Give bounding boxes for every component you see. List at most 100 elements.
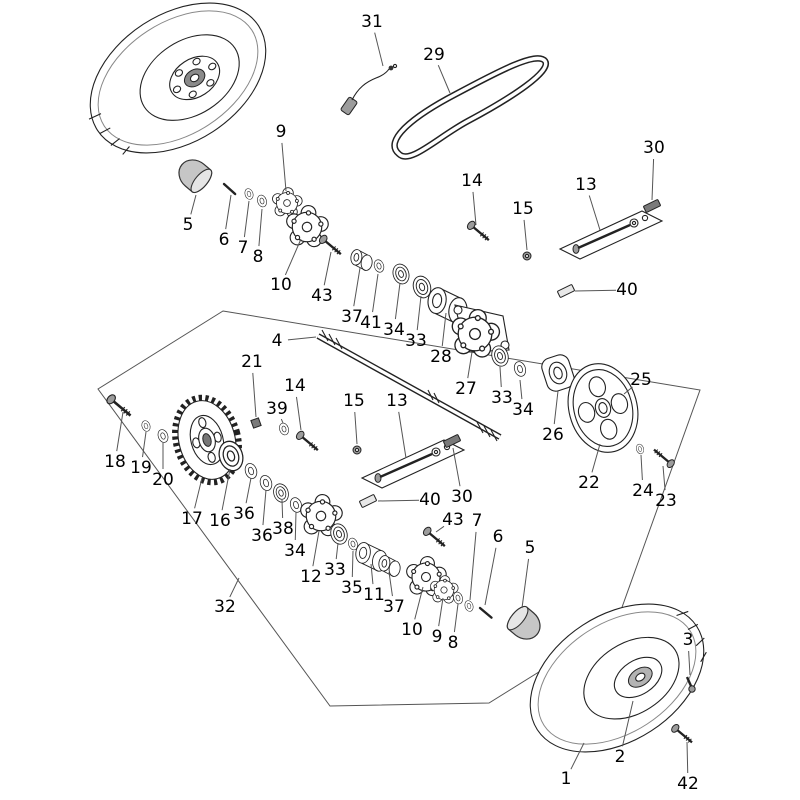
leader-line-7 [243,200,250,238]
part-label-43: 43 [442,510,464,530]
part-label-10: 10 [401,620,423,640]
leader-line-14 [295,396,302,431]
leader-line-18 [116,411,124,452]
part-label-8: 8 [253,247,264,267]
leader-line-34 [294,511,297,541]
part-label-13: 13 [575,175,597,195]
leader-line-43 [435,525,445,533]
part-label-37: 37 [341,307,363,327]
leader-line-7 [469,531,477,601]
leader-line-35 [351,550,354,578]
rear-tire [529,603,707,753]
part-label-11: 11 [363,585,385,605]
part-label-9: 9 [276,122,287,142]
part-label-37: 37 [383,597,405,617]
leader-line-6 [225,194,232,230]
part-label-16: 16 [209,511,231,531]
leader-line-38 [281,499,284,519]
part-label-43: 43 [311,286,333,306]
leader-line-30 [452,447,461,487]
leader-line-21 [252,372,257,418]
leader-line-13 [588,195,601,231]
key-40-top [557,284,575,298]
leader-line-39 [280,418,284,424]
part-label-9: 9 [432,627,443,647]
leader-line-31 [374,32,384,67]
part-label-42: 42 [677,774,699,794]
leader-line-19 [142,431,147,458]
part-label-40: 40 [419,490,441,510]
part-label-18: 18 [104,452,126,472]
part-label-32: 32 [214,597,236,617]
leader-line-1 [570,742,585,770]
part-label-19: 19 [130,458,152,478]
key-21 [250,417,262,429]
part-label-15: 15 [512,199,534,219]
part-label-2: 2 [615,747,626,767]
leader-line-22 [591,443,601,473]
leader-line-17 [194,477,203,509]
leader-line-43 [323,251,332,286]
leader-line-30 [651,158,655,201]
leader-line-34 [394,282,401,320]
drive-belt [391,55,549,160]
part-label-14: 14 [461,171,483,191]
front-tire [88,2,267,155]
key-30-top [643,199,661,213]
part-label-25: 25 [630,370,652,390]
leader-line-33 [416,295,422,331]
part-label-10: 10 [270,275,292,295]
part-label-5: 5 [183,215,194,235]
nut-15-top [522,251,532,261]
part-label-40: 40 [616,280,638,300]
part-label-3: 3 [683,630,694,650]
part-label-17: 17 [181,509,203,529]
part-label-23: 23 [655,491,677,511]
key-30-bottom [443,434,461,448]
frame-outline [97,310,701,707]
leader-line-42 [686,741,689,774]
wheel-hub-plate-25 [567,363,639,453]
leader-line-16 [221,468,231,511]
part-label-39: 39 [266,399,288,419]
leader-line-29 [437,64,451,94]
leader-line-4 [287,336,317,341]
part-label-13: 13 [386,391,408,411]
leader-line-10 [414,586,424,620]
leader-line-40 [574,289,617,292]
part-label-7: 7 [472,511,483,531]
leader-line-28 [441,312,447,347]
leader-line-27 [467,351,473,379]
leader-line-33 [335,542,339,560]
leader-line-10 [284,238,302,276]
part-label-34: 34 [383,320,405,340]
part-label-34: 34 [512,400,534,420]
part-label-7: 7 [238,238,249,258]
leader-line-37 [353,267,361,307]
leader-line-9 [281,142,287,192]
part-label-6: 6 [493,527,504,547]
part-label-27: 27 [455,379,477,399]
leader-line-33 [499,366,502,388]
part-label-1: 1 [561,769,572,789]
leader-line-34 [519,379,523,400]
part-label-20: 20 [152,470,174,490]
leader-line-6 [484,547,497,606]
leader-line-5 [190,194,197,215]
leader-line-3 [688,650,691,676]
leader-line-2 [622,700,634,747]
part-label-24: 24 [632,481,654,501]
leader-line-25 [623,386,633,395]
part-label-35: 35 [341,578,363,598]
part-label-21: 21 [241,352,263,372]
part-label-38: 38 [272,519,294,539]
leader-line-14 [472,191,477,226]
leader-line-37 [388,571,393,597]
leader-line-8 [453,603,459,633]
part-label-26: 26 [542,425,564,445]
leader-line-36 [245,477,252,504]
leader-line-9 [438,597,444,627]
leader-line-41 [372,273,379,313]
